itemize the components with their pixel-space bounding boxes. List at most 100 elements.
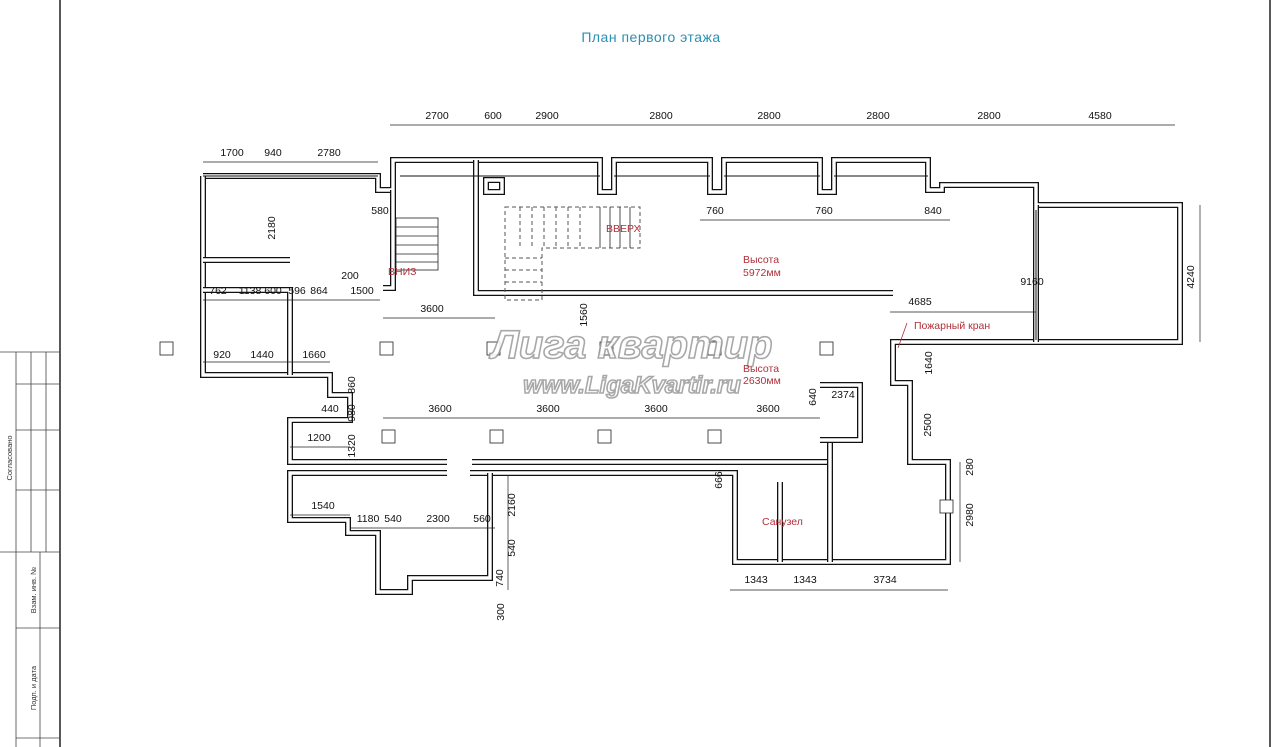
- dimension-label: 2780: [317, 147, 341, 159]
- dimension-label: 860: [346, 376, 358, 394]
- dimension-label: 440: [321, 403, 339, 415]
- label-height1-value: 5972мм: [743, 267, 781, 279]
- dimension-label: 580: [371, 205, 389, 217]
- stamp-sign-date: Подп. и дата: [29, 665, 38, 710]
- dimension-label: 1540: [311, 500, 335, 512]
- label-bathroom: Санузел: [762, 516, 803, 528]
- dimension-label: 3600: [644, 403, 668, 415]
- dimension-label: 2800: [649, 110, 673, 122]
- columns: [159, 341, 954, 514]
- wall-fill: [288, 471, 492, 594]
- watermark-logo: Лига квартир: [488, 323, 772, 367]
- dimension-label: 3734: [873, 574, 897, 586]
- dimension-label: 2980: [964, 503, 976, 527]
- wall-fill: [820, 383, 862, 442]
- label-fire-hydrant: Пожарный кран: [914, 320, 990, 332]
- dimension-label: 4685: [908, 296, 932, 308]
- dimension-label: 2160: [506, 493, 518, 517]
- dimension-label: 600: [484, 110, 502, 122]
- wall: [483, 177, 505, 195]
- dimension-label: 640: [807, 388, 819, 406]
- stamp-agreed: Согласовано: [5, 435, 14, 480]
- column: [707, 341, 722, 356]
- dimension-label: 1343: [744, 574, 768, 586]
- dimension-label: 840: [924, 205, 942, 217]
- dimension-labels: 2700 600 2900 2800 2800 2800 2800 4580 1700 940 27…: [209, 110, 1197, 621]
- dimension-label: 3600: [420, 303, 444, 315]
- dimension-label: 864: [310, 285, 328, 297]
- sheet-frame: [59, 0, 1271, 747]
- stairs-up-treads: [599, 207, 631, 248]
- dimension-label: 940: [264, 147, 282, 159]
- stairs-up: [504, 206, 641, 301]
- dimension-label: 2700: [425, 110, 449, 122]
- dimension-label: 280: [964, 458, 976, 476]
- label-height2-value: 2630мм: [743, 375, 781, 387]
- dimension-label: 920: [213, 349, 231, 361]
- plan-title: План первого этажа: [581, 29, 720, 45]
- dimension-label: 3600: [536, 403, 560, 415]
- column: [597, 429, 612, 444]
- dimension-label: 2800: [977, 110, 1001, 122]
- title-block-stamp: [0, 351, 60, 747]
- label-height1: Высота: [743, 254, 779, 266]
- dimension-label: 760: [706, 205, 724, 217]
- dimension-label: 2900: [535, 110, 559, 122]
- label-down: ВНИЗ: [388, 266, 416, 278]
- dimension-label: 540: [506, 539, 518, 557]
- dimension-label: 2374: [831, 389, 855, 401]
- dimension-label: 9160: [1020, 276, 1044, 288]
- dimension-label: 560: [473, 513, 491, 525]
- column: [819, 341, 834, 356]
- dimension-label: 4580: [1088, 110, 1112, 122]
- dimension-label: 2800: [757, 110, 781, 122]
- dimension-label: 2180: [266, 216, 278, 240]
- dimension-label: 1660: [302, 349, 326, 361]
- dimension-label: 760: [815, 205, 833, 217]
- column: [379, 341, 394, 356]
- column: [939, 499, 954, 514]
- wall-fill: [474, 160, 893, 295]
- column: [707, 429, 722, 444]
- dimension-lines: [203, 124, 1201, 591]
- wall-fill: [201, 176, 447, 464]
- dimension-label: 1700: [220, 147, 244, 159]
- dimension-label: 3600: [428, 403, 452, 415]
- column: [599, 341, 614, 356]
- wall-fill: [383, 190, 395, 290]
- wall: [287, 470, 493, 595]
- column: [489, 429, 504, 444]
- dimension-label: 1440: [250, 349, 274, 361]
- dimension-label: 596: [288, 285, 306, 297]
- dimension-label: 1180: [357, 513, 380, 525]
- walls: [200, 157, 1183, 595]
- dimension-label: 1500: [350, 285, 374, 297]
- column: [159, 341, 174, 356]
- dimension-label: 3600: [756, 403, 780, 415]
- dimension-label: 2300: [426, 513, 450, 525]
- dimension-label: 666: [713, 471, 725, 489]
- wall-fill: [203, 288, 292, 375]
- label-height2: Высота: [743, 363, 779, 375]
- dimension-label: 1343: [793, 574, 817, 586]
- stairs-down: [395, 217, 439, 271]
- dimension-label: 200: [341, 270, 359, 282]
- watermark-url: www.LigaKvartir.ru: [523, 372, 741, 399]
- dimension-label: 300: [495, 603, 507, 621]
- dimension-label: 1560: [578, 303, 590, 327]
- dimension-label: 600: [264, 285, 282, 297]
- dimension-label: 980: [346, 404, 358, 422]
- wall: [473, 160, 893, 296]
- wall-fill: [484, 178, 504, 194]
- stamp-replace-inv: Взам. инв. №: [29, 567, 38, 613]
- dimension-label: 1200: [307, 432, 331, 444]
- dimension-label: 540: [384, 513, 402, 525]
- column: [381, 429, 396, 444]
- dimension-label: 4240: [1185, 265, 1197, 289]
- dimension-label: 1640: [923, 351, 935, 375]
- dimension-label: 1320: [346, 434, 358, 458]
- dimension-label: 762: [209, 285, 227, 297]
- dimension-label: 1138: [239, 285, 262, 297]
- dimension-label: 2800: [866, 110, 890, 122]
